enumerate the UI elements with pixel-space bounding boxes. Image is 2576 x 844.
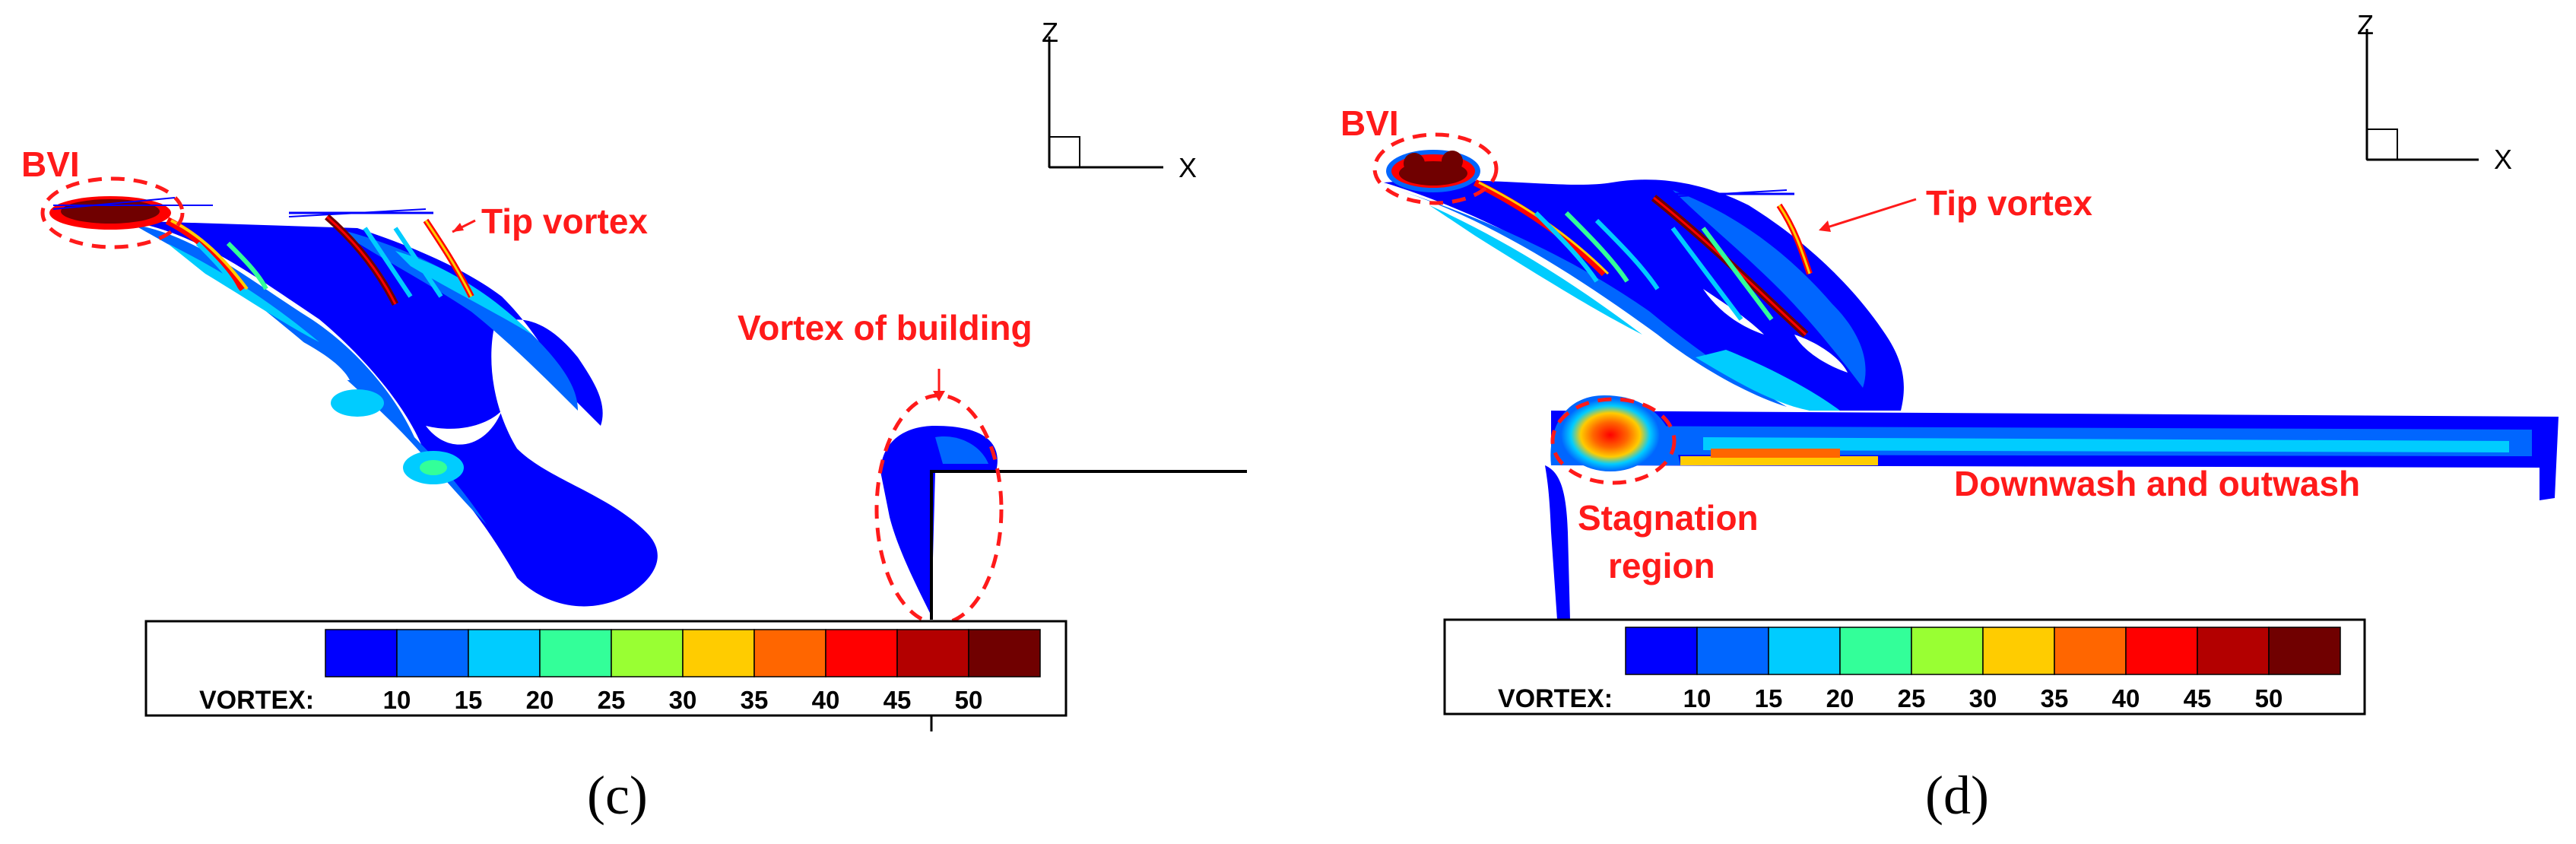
colorbar-tick-label: 40 xyxy=(812,686,840,714)
stagnation-contour-d xyxy=(1545,395,1878,620)
colorbar-swatch xyxy=(1625,627,1698,675)
colorbar-title-d: VORTEX: xyxy=(1498,684,1613,713)
colorbar-swatch xyxy=(825,629,898,677)
building-outline-c xyxy=(930,470,1247,620)
stagnation-label-line1-d: Stagnation xyxy=(1578,498,1759,538)
colorbar-swatch xyxy=(682,629,755,677)
axis-triad-d: Z X xyxy=(2357,9,2512,175)
bvi-core-c xyxy=(49,196,249,292)
bvi-highlight-d xyxy=(1372,132,1499,205)
tip-vortex-arrow-d xyxy=(1824,198,1917,230)
colorbar-tick-label: 35 xyxy=(741,686,769,714)
colorbar-tick-label: 40 xyxy=(2112,684,2140,712)
colorbar-d: VORTEX: 10 15 20 25 30 35 40 45 50 xyxy=(1443,618,2366,715)
panel-label-d: (d) xyxy=(1925,765,1989,826)
bvi-label-d: BVI xyxy=(1340,103,1399,143)
tip-vortex-label-d: Tip vortex xyxy=(1926,183,2092,223)
colorbar-ticks-c: 10 15 20 25 30 35 40 45 50 xyxy=(383,686,983,714)
colorbar-tick-label: 25 xyxy=(1898,684,1926,712)
colorbar-tick-label: 10 xyxy=(1683,684,1712,712)
wake-contour-d xyxy=(1384,179,1904,411)
colorbar-tick-label: 25 xyxy=(598,686,626,714)
panel-label-c: (c) xyxy=(587,765,648,826)
colorbar-title-c: VORTEX: xyxy=(199,686,314,715)
colorbar-swatch xyxy=(611,629,684,677)
tip-vortex-arrowhead-c xyxy=(452,223,464,232)
colorbar-swatch xyxy=(753,629,826,677)
colorbar-swatch xyxy=(468,629,541,677)
vortex-building-label-c: Vortex of building xyxy=(738,308,1033,347)
colorbar-ticks-d: 10 15 20 25 30 35 40 45 50 xyxy=(1683,684,2283,712)
colorbar-swatch xyxy=(968,629,1041,677)
downwash-label-d: Downwash and outwash xyxy=(1954,464,2360,503)
axis-x-label-c: X xyxy=(1179,152,1197,183)
colorbar-swatch xyxy=(396,629,469,677)
tip-vortex-label-c: Tip vortex xyxy=(481,201,648,241)
colorbar-c: VORTEX: 10 15 20 25 30 35 40 45 50 xyxy=(144,620,1068,717)
building-vortex-arrowhead-c xyxy=(933,391,945,401)
colorbar-tick-label: 15 xyxy=(1755,684,1783,712)
colorbar-swatch xyxy=(2197,627,2270,675)
colorbar-tick-label: 30 xyxy=(669,686,697,714)
colorbar-tick-label: 10 xyxy=(383,686,411,714)
tip-vortex-layers-d xyxy=(1534,189,1813,338)
axis-z-label-c: Z xyxy=(1042,17,1058,48)
axis-triad-c: Z X xyxy=(1042,17,1197,183)
colorbar-swatch xyxy=(2125,627,2198,675)
axis-z-label-d: Z xyxy=(2357,9,2374,40)
colorbar-tick-label: 35 xyxy=(2041,684,2069,712)
colorbar-swatch xyxy=(539,629,612,677)
colorbar-tick-label: 45 xyxy=(2184,684,2212,712)
colorbar-tick-label: 50 xyxy=(955,686,983,714)
colorbar-swatch xyxy=(2054,627,2127,675)
wake-contour-c xyxy=(122,221,658,607)
bvi-label-c: BVI xyxy=(21,144,80,184)
panel-c: BVI Tip vortex Vortex of building Z X VO… xyxy=(21,17,1247,826)
colorbar-tick-label: 20 xyxy=(1826,684,1854,712)
colorbar-swatch xyxy=(896,629,969,677)
stagnation-label-line2-d: region xyxy=(1608,546,1715,585)
tip-vortex-layers-c xyxy=(195,208,474,306)
stagnation-highlight-d xyxy=(1550,397,1677,485)
colorbar-swatch xyxy=(1982,627,2055,675)
colorbar-swatches-d xyxy=(1625,627,2341,675)
colorbar-swatch xyxy=(325,629,398,677)
bvi-highlight-c xyxy=(40,176,185,249)
colorbar-tick-label: 50 xyxy=(2255,684,2283,712)
colorbar-tick-label: 45 xyxy=(884,686,912,714)
colorbar-tick-label: 30 xyxy=(1969,684,1997,712)
colorbar-swatch xyxy=(1839,627,1912,675)
colorbar-tick-label: 20 xyxy=(526,686,554,714)
building-vortex-c xyxy=(880,426,998,616)
colorbar-swatch xyxy=(1696,627,1769,675)
panel-d: BVI Tip vortex Stagnation region Downwas… xyxy=(1340,9,2559,826)
colorbar-swatch xyxy=(1768,627,1841,675)
colorbar-swatch xyxy=(2268,627,2341,675)
colorbar-swatch xyxy=(1911,627,1984,675)
tip-vortex-arrowhead-d xyxy=(1819,221,1831,232)
colorbar-swatches-c xyxy=(325,629,1041,677)
colorbar-tick-label: 15 xyxy=(455,686,483,714)
axis-x-label-d: X xyxy=(2494,144,2512,175)
